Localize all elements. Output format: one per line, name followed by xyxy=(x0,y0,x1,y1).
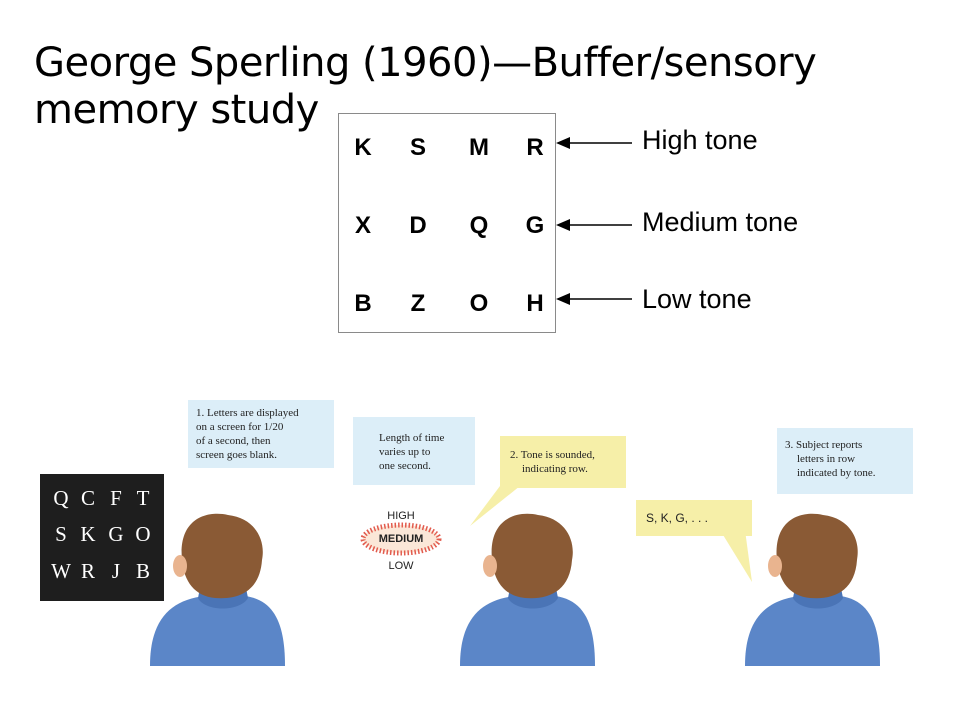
arrow-left-icon xyxy=(556,293,632,305)
caption-line: indicating row. xyxy=(522,463,588,475)
board-letter: Q xyxy=(53,486,69,510)
caption-line: indicated by tone. xyxy=(797,467,876,479)
sound-burst-icon xyxy=(360,522,442,556)
board-letter: R xyxy=(80,559,95,583)
caption-line: varies up to xyxy=(379,446,431,458)
caption-line: letters in row xyxy=(797,453,856,465)
board-letter: C xyxy=(80,486,95,510)
tone-low-word: LOW xyxy=(388,560,414,572)
letter-display-board: Q C F T S K G O W R J B xyxy=(40,474,164,601)
caption-line: Length of time xyxy=(379,432,445,444)
caption-line: screen goes blank. xyxy=(196,449,277,461)
board-letter: G xyxy=(108,522,124,546)
caption-line: one second. xyxy=(379,460,431,472)
caption-line: on a screen for 1/20 xyxy=(196,421,284,433)
letter-grid: K S M R X D Q G B Z O H xyxy=(338,113,556,333)
board-letter: W xyxy=(51,559,71,583)
grid-letter: S xyxy=(409,134,426,161)
caption-line: 3. Subject reports xyxy=(785,439,863,451)
board-letter: K xyxy=(80,522,96,546)
grid-letter: X xyxy=(354,212,371,239)
response-text: S, K, G, . . . xyxy=(646,511,709,525)
board-letter: F xyxy=(110,486,122,510)
grid-letter: H xyxy=(526,290,544,317)
medium-tone-label: Medium tone xyxy=(642,207,799,237)
board-letter: B xyxy=(135,559,150,583)
slide-title: George Sperling (1960)—Buffer/sensory me… xyxy=(34,40,817,133)
person-icon xyxy=(460,513,595,666)
high-tone-label: High tone xyxy=(642,125,758,155)
grid-letter: D xyxy=(409,212,427,239)
arrow-left-icon xyxy=(556,219,632,231)
board-letter: S xyxy=(55,522,67,546)
board-letter: J xyxy=(111,559,121,583)
person-icon xyxy=(745,513,880,666)
board-letter: O xyxy=(135,522,151,546)
person-icon xyxy=(150,513,285,666)
grid-letter: K xyxy=(354,134,372,161)
board-letter: T xyxy=(136,486,150,510)
grid-letter: Q xyxy=(469,212,489,239)
low-tone-label: Low tone xyxy=(642,284,752,314)
step3-caption: 3. Subject reports letters in row indica… xyxy=(777,428,913,494)
tone-high-word: HIGH xyxy=(387,510,415,522)
grid-letter: O xyxy=(469,290,489,317)
caption-line: 2. Tone is sounded, xyxy=(510,449,595,461)
arrow-left-icon xyxy=(556,137,632,149)
grid-letter: B xyxy=(354,290,372,317)
response-speech: S, K, G, . . . xyxy=(636,500,752,536)
grid-letter: M xyxy=(469,134,489,161)
caption-line: 1. Letters are displayed xyxy=(196,407,299,419)
step1-caption: 1. Letters are displayed on a screen for… xyxy=(188,400,334,468)
grid-letter: Z xyxy=(410,290,426,317)
tone-medium-word: MEDIUM xyxy=(378,533,424,545)
grid-letter: G xyxy=(525,212,545,239)
interval-caption: Length of time varies up to one second. xyxy=(353,417,475,485)
caption-line: of a second, then xyxy=(196,435,271,447)
grid-letter: R xyxy=(526,134,544,161)
step2-caption: 2. Tone is sounded, indicating row. xyxy=(500,436,626,488)
